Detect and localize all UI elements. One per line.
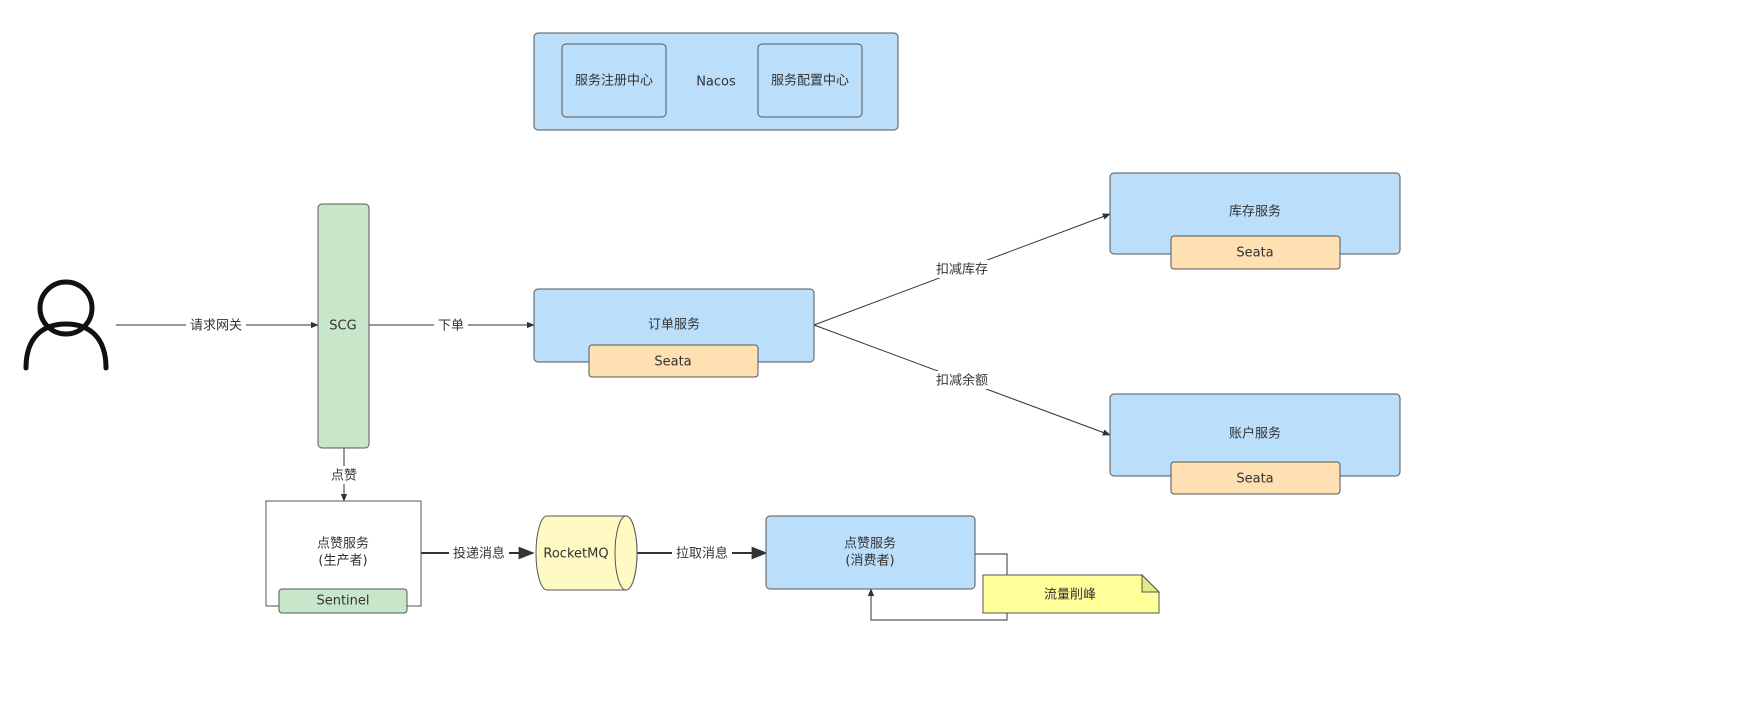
config-box — [757, 43, 863, 118]
nacos-group: 服务注册中心 Nacos 服务配置中心 — [533, 32, 899, 131]
order-seata-label: Seata — [654, 355, 691, 370]
edge-labels: 请求网关 下单 扣减库存 扣减余额 点赞 投递消息 拉取消息 — [186, 260, 992, 562]
rocketmq-node: RocketMQ — [535, 515, 638, 591]
edge-label-deduct-balance: 扣减余额 — [936, 373, 988, 389]
order-service-node: 订单服务 Seata — [533, 288, 815, 378]
nacos-label: Nacos — [696, 75, 736, 90]
like-producer-line2: (生产者) — [318, 554, 367, 569]
order-seata-badge — [588, 344, 759, 378]
config-label: 服务配置中心 — [771, 73, 849, 89]
inventory-service-label: 库存服务 — [1229, 204, 1281, 220]
like-producer-line1: 点赞服务 — [317, 536, 369, 552]
like-consumer-node: 点赞服务 (消费者) — [765, 515, 976, 590]
like-consumer-line1: 点赞服务 — [844, 536, 896, 552]
user-icon — [23, 279, 109, 371]
sentinel-badge — [278, 588, 408, 614]
edge-label-like: 点赞 — [331, 469, 357, 484]
edge-label-send-msg: 投递消息 — [453, 546, 505, 562]
note-label: 流量削峰 — [1044, 588, 1096, 603]
inventory-seata-badge — [1170, 235, 1341, 270]
registry-box — [561, 43, 667, 118]
edge-consumer-loop — [867, 553, 1008, 621]
edge-label-order: 下单 — [438, 319, 464, 334]
scg-label: SCG — [329, 319, 356, 334]
scg-node: SCG — [317, 203, 370, 449]
sentinel-label: Sentinel — [316, 594, 369, 609]
like-producer-node: 点赞服务 (生产者) Sentinel — [265, 500, 422, 614]
rocketmq-label: RocketMQ — [543, 547, 608, 562]
edge-label-pull-msg: 拉取消息 — [676, 546, 728, 562]
like-consumer-line2: (消费者) — [845, 554, 894, 569]
inventory-seata-label: Seata — [1236, 246, 1273, 261]
account-service-label: 账户服务 — [1229, 426, 1281, 442]
account-service-node: 账户服务 Seata — [1109, 393, 1401, 495]
account-seata-label: Seata — [1236, 472, 1273, 487]
order-service-label: 订单服务 — [648, 317, 700, 333]
registry-label: 服务注册中心 — [575, 73, 653, 89]
edge-label-deduct-stock: 扣减库存 — [936, 262, 988, 278]
edge-label-gateway: 请求网关 — [190, 319, 242, 334]
inventory-service-node: 库存服务 Seata — [1109, 172, 1401, 270]
account-seata-badge — [1170, 461, 1341, 495]
traffic-shaving-note: 流量削峰 — [982, 573, 1161, 614]
